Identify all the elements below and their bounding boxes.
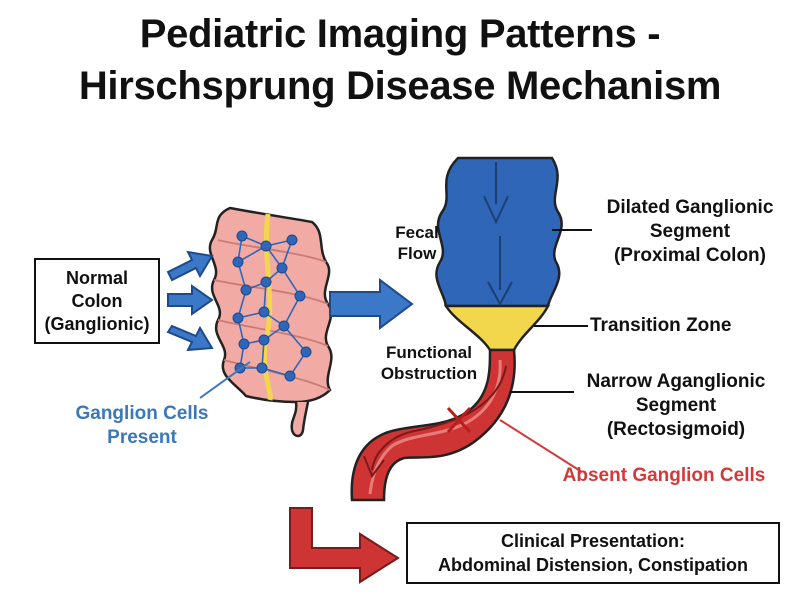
narrow-segment-label: Narrow Aganglionic Segment (Rectosigmoid… (574, 370, 778, 442)
transition-zone-label: Transition Zone (590, 315, 732, 336)
title-line-1: Pediatric Imaging Patterns - (139, 12, 661, 56)
fecal-flow-label: Fecal Flow (384, 222, 450, 264)
narrow-line2: Segment (635, 395, 717, 416)
ganglion-present-label: Ganglion Cells Present (60, 402, 224, 450)
narrow-aganglionic-segment (350, 348, 516, 502)
blue-arrow-1 (166, 250, 214, 282)
functional-obstruction-label: Functional Obstruction (370, 342, 488, 384)
dilated-line2: Segment (649, 221, 731, 242)
narrow-line1: Narrow Aganglionic (586, 371, 766, 392)
clinical-presentation-box: Clinical Presentation: Abdominal Distens… (406, 522, 780, 584)
normal-colon-arrows (166, 250, 214, 352)
normal-colon-tail (290, 401, 310, 438)
flow-arrowhead (363, 455, 385, 479)
normal-colon-box: Normal Colon (Ganglionic) (34, 258, 160, 344)
absent-ganglion-label: Absent Ganglion Cells (562, 465, 766, 486)
ganglion-leader-line (199, 361, 251, 399)
narrow-line3: (Rectosigmoid) (606, 419, 746, 440)
clinical-line1: Clinical Presentation: (500, 531, 686, 551)
fecal-flow-line2: Flow (397, 244, 437, 263)
ganglion-present-line2: Present (107, 427, 177, 448)
fecal-flow-arrows (483, 162, 513, 307)
title-line-2: Hirschsprung Disease Mechanism (78, 64, 722, 108)
functional-obstruction-line1: Functional (386, 343, 472, 362)
blue-arrow-3 (166, 324, 214, 352)
big-blue-arrow (329, 278, 414, 330)
fecal-flow-line1: Fecal (395, 223, 439, 242)
normal-colon-line2: Colon (71, 290, 123, 311)
obstruction-x-mark (446, 406, 472, 434)
dilated-line1: Dilated Ganglionic (606, 197, 774, 218)
red-l-arrow (289, 507, 400, 584)
ganglion-cells (232, 230, 312, 382)
absent-leader-line (499, 419, 583, 473)
dilated-line3: (Proximal Colon) (613, 245, 766, 266)
normal-colon-line1: Normal (65, 267, 128, 288)
dilated-segment-label: Dilated Ganglionic Segment (Proximal Col… (590, 196, 790, 268)
ganglion-present-line1: Ganglion Cells (75, 403, 209, 424)
clinical-line2: Abdominal Distension, Constipation (438, 555, 748, 575)
normal-colon-illustration (208, 206, 333, 438)
functional-obstruction-line2: Obstruction (380, 364, 478, 383)
hirschsprung-colon-illustration (350, 156, 563, 502)
blue-arrow-2 (167, 284, 214, 316)
normal-colon-line3: (Ganglionic) (44, 313, 150, 334)
